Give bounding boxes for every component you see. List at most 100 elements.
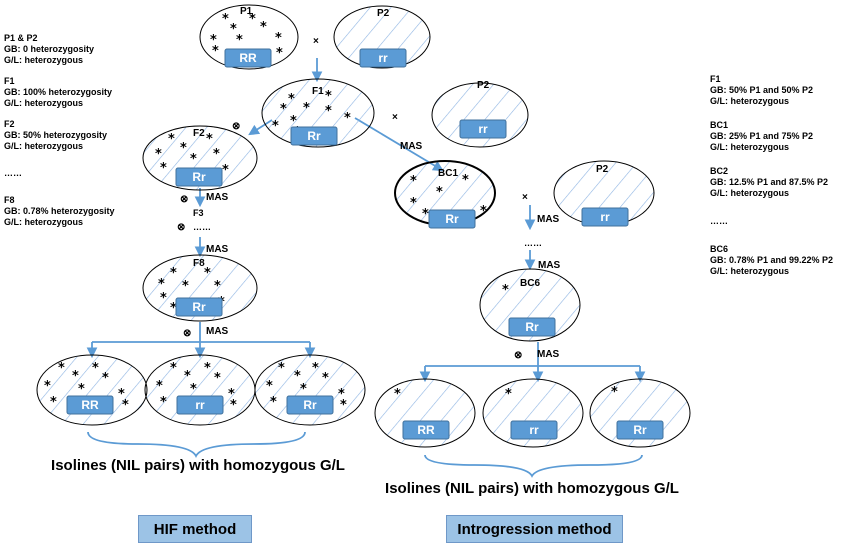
hif-notes: P1 & P2 GB: 0 heterozygosity G/L: hetero… — [4, 33, 115, 240]
intro-notes: F1 GB: 50% P1 and 50% P2 G/L: heterozygo… — [710, 74, 833, 289]
svg-text:*: * — [312, 361, 319, 376]
note-line: G/L: heterozygous — [4, 217, 84, 227]
genotype-box — [581, 207, 629, 227]
node-label: F1 — [312, 86, 324, 97]
svg-text:*: * — [266, 379, 273, 394]
svg-text:*: * — [170, 361, 177, 376]
svg-text:*: * — [278, 361, 285, 376]
intro-note-bc1: BC1 GB: 25% P1 and 75% P2 G/L: heterozyg… — [710, 120, 833, 153]
node-label: BC6 — [520, 278, 540, 289]
genotype-text: Rr — [525, 320, 539, 334]
note-line: BC1 — [710, 120, 729, 130]
note-line: F1 — [710, 74, 721, 84]
svg-text:*: * — [182, 279, 189, 294]
svg-text:*: * — [160, 291, 167, 306]
svg-text:*: * — [294, 369, 301, 384]
svg-text:*: * — [228, 387, 235, 402]
genotype-box — [359, 48, 407, 68]
introgression-method-label: Introgression method — [446, 515, 623, 543]
intro-caption: Isolines (NIL pairs) with homozygous G/L — [385, 480, 679, 497]
note-line: GB: 100% heterozygosity — [4, 87, 113, 97]
node-label: P2 — [377, 8, 390, 19]
genotype-text: rr — [529, 423, 539, 437]
hif-note-p1p2: P1 & P2 GB: 0 heterozygosity G/L: hetero… — [4, 33, 115, 66]
genotype-text: Rr — [307, 129, 321, 143]
svg-text:*: * — [44, 379, 51, 394]
node-star: * — [505, 387, 512, 402]
svg-text:*: * — [168, 132, 175, 147]
hif-note-f2: F2 GB: 50% heterozygosity G/L: heterozyg… — [4, 119, 115, 152]
node-int-b: * rr — [482, 378, 584, 448]
note-line: GB: 12.5% P1 and 87.5% P2 — [710, 177, 829, 187]
svg-text:*: * — [204, 361, 211, 376]
svg-text:*: * — [180, 141, 187, 156]
genotype-box — [175, 167, 223, 187]
node-label: BC1 — [438, 168, 458, 179]
svg-text:*: * — [436, 185, 443, 200]
svg-text:*: * — [325, 89, 332, 104]
svg-text:*: * — [170, 301, 177, 316]
svg-text:*: * — [78, 382, 85, 397]
svg-text:*: * — [280, 102, 287, 117]
svg-text:*: * — [160, 395, 167, 410]
genotype-text: Rr — [445, 212, 459, 226]
selfing-symbol: ⊗ — [183, 328, 191, 339]
genotype-text: rr — [478, 122, 488, 136]
node-p2-bc1: P2 rr — [553, 160, 655, 227]
node-stars: *** *** *** — [44, 361, 129, 413]
svg-text:*: * — [303, 101, 310, 116]
hif-note-f8: F8 GB: 0.78% heterozygosity G/L: heteroz… — [4, 195, 115, 228]
svg-text:*: * — [206, 132, 213, 147]
svg-text:*: * — [260, 20, 267, 35]
node-stars: *** *** *** — [156, 361, 237, 413]
svg-text:*: * — [213, 147, 220, 162]
svg-text:*: * — [300, 382, 307, 397]
mas-label: MAS — [537, 349, 560, 360]
hif-note-dots: …… — [4, 168, 115, 179]
cross-symbol: × — [313, 36, 319, 47]
ellipsis-label: …… — [524, 238, 542, 248]
note-line: G/L: heterozygous — [710, 188, 790, 198]
svg-text:*: * — [249, 12, 256, 27]
genotype-box — [402, 420, 450, 440]
selfing-symbol: ⊗ — [180, 194, 188, 205]
node-hif-b: *** *** *** rr — [144, 354, 256, 426]
hif-method-label: HIF method — [138, 515, 252, 543]
node-label: F2 — [193, 128, 205, 139]
svg-text:*: * — [288, 92, 295, 107]
genotype-box — [508, 317, 556, 337]
mas-label: MAS — [206, 192, 229, 203]
svg-text:*: * — [325, 104, 332, 119]
note-line: F8 — [4, 195, 15, 205]
svg-text:*: * — [156, 379, 163, 394]
hif-caption: Isolines (NIL pairs) with homozygous G/L — [51, 457, 345, 474]
note-line: GB: 50% P1 and 50% P2 — [710, 85, 814, 95]
cross-symbol: × — [522, 192, 528, 203]
svg-text:*: * — [170, 266, 177, 281]
note-line: G/L: heterozygous — [4, 141, 84, 151]
genotype-box — [286, 395, 334, 415]
note-line: GB: 0 heterozygosity — [4, 44, 95, 54]
genotype-text: rr — [195, 398, 205, 412]
node-p2-bc: P2 rr — [431, 80, 529, 148]
genotype-box — [175, 297, 223, 317]
note-line: G/L: heterozygous — [710, 142, 790, 152]
svg-text:*: * — [344, 111, 351, 126]
note-line: …… — [710, 216, 728, 226]
note-line: …… — [4, 168, 22, 178]
genotype-text: RR — [417, 423, 435, 437]
genotype-box — [428, 209, 476, 229]
selfing-symbol: ⊗ — [232, 121, 240, 132]
node-stars: *** *** *** — [266, 361, 347, 413]
note-line: P1 & P2 — [4, 33, 38, 43]
svg-text:*: * — [50, 395, 57, 410]
genotype-text: rr — [378, 51, 388, 65]
svg-text:*: * — [214, 371, 221, 386]
svg-text:*: * — [158, 277, 165, 292]
genotype-text: RR — [81, 398, 99, 412]
mas-label: MAS — [206, 326, 229, 337]
node-int-c: * Rr — [589, 378, 691, 448]
note-line: GB: 25% P1 and 75% P2 — [710, 131, 814, 141]
svg-text:*: * — [290, 114, 297, 129]
